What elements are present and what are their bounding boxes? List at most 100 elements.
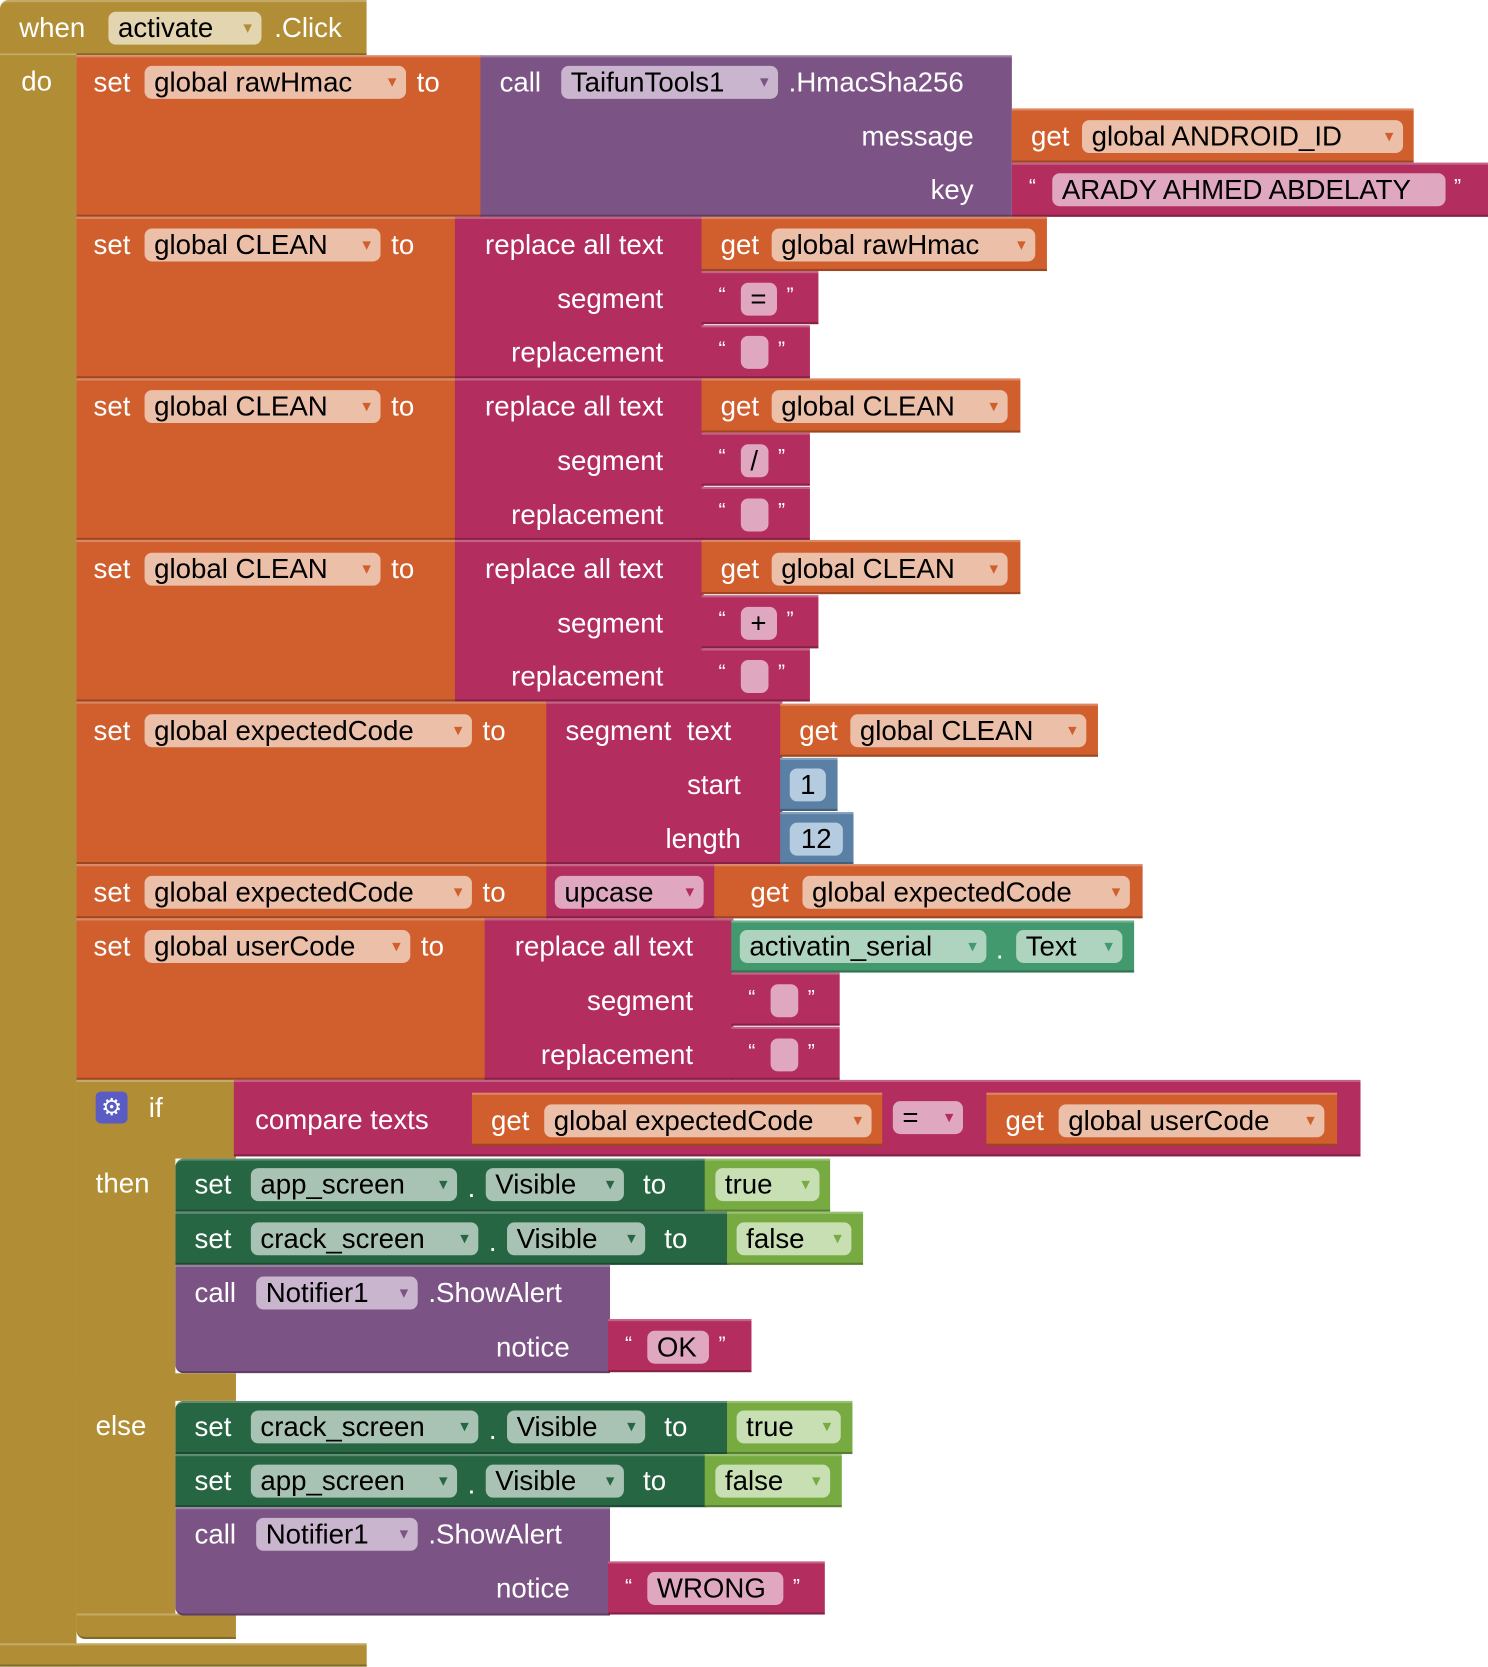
dropdown-value: global userCode	[154, 930, 356, 962]
text-value: OK	[656, 1330, 697, 1363]
property-dropdown[interactable]: Visible▾	[507, 1410, 646, 1444]
dropdown-arrow-icon: ▾	[1306, 1111, 1315, 1130]
dropdown-arrow-icon: ▾	[362, 235, 371, 255]
variable-dropdown[interactable]: global CLEAN ▾	[144, 228, 381, 262]
to-label: to	[420, 930, 444, 962]
message-label: message	[861, 120, 974, 152]
property-dropdown[interactable]: Visible▾	[485, 1168, 624, 1202]
text-value: +	[750, 606, 767, 639]
replace-all-label: replace all text	[485, 228, 664, 261]
boolean-dropdown[interactable]: true▾	[736, 1410, 841, 1444]
open-quote: “	[748, 1040, 756, 1064]
replace-all-label: replace all text	[485, 552, 664, 585]
variable-dropdown[interactable]: global rawHmac▾	[771, 228, 1036, 262]
dropdown-value: false	[746, 1222, 805, 1255]
to-label: to	[391, 390, 415, 422]
to-label: to	[643, 1464, 667, 1497]
replace-all-block[interactable]	[484, 918, 734, 1080]
close-quote: ”	[792, 1575, 801, 1599]
property-dropdown[interactable]: Text▾	[1016, 930, 1123, 963]
component-dropdown[interactable]: app_screen▾	[250, 1464, 458, 1498]
text-value-field[interactable]: /	[740, 444, 769, 478]
variable-dropdown[interactable]: global CLEAN▾	[144, 390, 381, 424]
set-label: set	[93, 390, 131, 422]
set-label: set	[194, 1222, 232, 1255]
dropdown-arrow-icon: ▾	[387, 73, 397, 92]
close-quote: ”	[778, 499, 786, 523]
set-label: set	[93, 228, 131, 261]
component-dropdown[interactable]: crack_screen▾	[250, 1222, 479, 1256]
variable-dropdown[interactable]: global expectedCode▾	[144, 714, 472, 748]
text-value-field[interactable]	[740, 660, 769, 694]
variable-dropdown[interactable]: global expectedCode▾	[144, 875, 472, 909]
upcase-dropdown[interactable]: upcase▾	[554, 875, 704, 909]
dropdown-value: Visible	[495, 1168, 577, 1201]
component-dropdown[interactable]: app_screen▾	[250, 1168, 458, 1202]
if-block-else-divider	[76, 1373, 236, 1401]
segment-label: segment	[557, 444, 664, 477]
property-dropdown[interactable]: Visible▾	[485, 1464, 624, 1498]
dropdown-arrow-icon: ▾	[822, 1417, 832, 1436]
replace-all-label: replace all text	[485, 390, 664, 422]
variable-dropdown[interactable]: global CLEAN ▾	[144, 552, 381, 586]
variable-dropdown[interactable]: global rawHmac ▾	[144, 65, 407, 99]
dropdown-value: activate	[117, 11, 214, 44]
gear-icon[interactable]: ⚙	[95, 1091, 128, 1124]
get-label: get	[720, 552, 760, 585]
variable-dropdown[interactable]: global expectedCode▾	[544, 1104, 872, 1138]
text-value-field[interactable]: WRONG	[647, 1572, 784, 1605]
dot-label: .	[995, 933, 1004, 966]
get-label: get	[799, 714, 838, 747]
dropdown-value: upcase	[564, 875, 654, 908]
variable-dropdown[interactable]: global CLEAN▾	[771, 390, 1008, 424]
dropdown-value: global CLEAN	[154, 552, 328, 585]
text-value-field[interactable]	[740, 498, 769, 532]
text-value-field[interactable]	[740, 335, 769, 369]
dropdown-value: global rawHmac	[154, 65, 353, 98]
number-field[interactable]: 12	[789, 822, 843, 856]
component-dropdown[interactable]: Notifier1▾	[256, 1517, 418, 1551]
component-dropdown[interactable]: crack_screen▾	[250, 1410, 479, 1444]
comparison-operator-dropdown[interactable]: =▾	[892, 1101, 963, 1135]
set-label: set	[194, 1168, 232, 1201]
get-label: get	[1005, 1104, 1044, 1137]
boolean-dropdown[interactable]: true▾	[715, 1168, 820, 1202]
set-label: set	[93, 552, 131, 585]
notice-label: notice	[495, 1330, 570, 1363]
dropdown-value: global ANDROID_ID	[1091, 120, 1342, 152]
replace-all-block[interactable]	[454, 378, 704, 540]
text-value-field[interactable]	[770, 984, 799, 1018]
segment-block[interactable]	[546, 701, 783, 865]
dropdown-arrow-icon: ▾	[362, 560, 371, 579]
close-quote: ”	[807, 1040, 815, 1064]
variable-dropdown[interactable]: global CLEAN▾	[771, 552, 1008, 586]
replace-all-block[interactable]	[454, 539, 704, 702]
text-value-field[interactable]: OK	[647, 1330, 709, 1364]
text-value-field[interactable]: ARADY AHMED ABDELATY	[1052, 173, 1446, 207]
variable-dropdown[interactable]: global userCode▾	[144, 930, 411, 963]
number-field[interactable]: 1	[789, 768, 826, 802]
boolean-dropdown[interactable]: false▾	[715, 1464, 831, 1498]
component-dropdown[interactable]: activatin_serial▾	[739, 930, 987, 963]
dropdown-arrow-icon: ▾	[399, 1283, 409, 1303]
text-value-field[interactable]	[770, 1038, 799, 1072]
property-dropdown[interactable]: Visible▾	[507, 1222, 646, 1256]
compare-texts-label: compare texts	[255, 1103, 429, 1136]
event-component-dropdown[interactable]: activate▾	[108, 11, 262, 45]
text-value-field[interactable]: =	[740, 282, 777, 316]
text-value-field[interactable]: +	[740, 606, 777, 640]
variable-dropdown[interactable]: global ANDROID_ID▾	[1082, 120, 1404, 154]
close-quote: ”	[786, 607, 794, 632]
component-dropdown[interactable]: Notifier1▾	[256, 1276, 418, 1310]
variable-dropdown[interactable]: global userCode▾	[1058, 1104, 1325, 1138]
dropdown-value: global CLEAN	[154, 228, 328, 261]
dot-label: .	[467, 1171, 476, 1204]
replace-all-block[interactable]	[454, 216, 704, 379]
component-dropdown[interactable]: TaifunTools1▾	[561, 65, 779, 99]
dropdown-value: global expectedCode	[553, 1104, 814, 1137]
event-block-footer	[0, 1643, 367, 1667]
variable-dropdown[interactable]: global CLEAN▾	[850, 714, 1087, 748]
variable-dropdown[interactable]: global expectedCode▾	[802, 875, 1130, 909]
boolean-dropdown[interactable]: false▾	[736, 1222, 852, 1256]
